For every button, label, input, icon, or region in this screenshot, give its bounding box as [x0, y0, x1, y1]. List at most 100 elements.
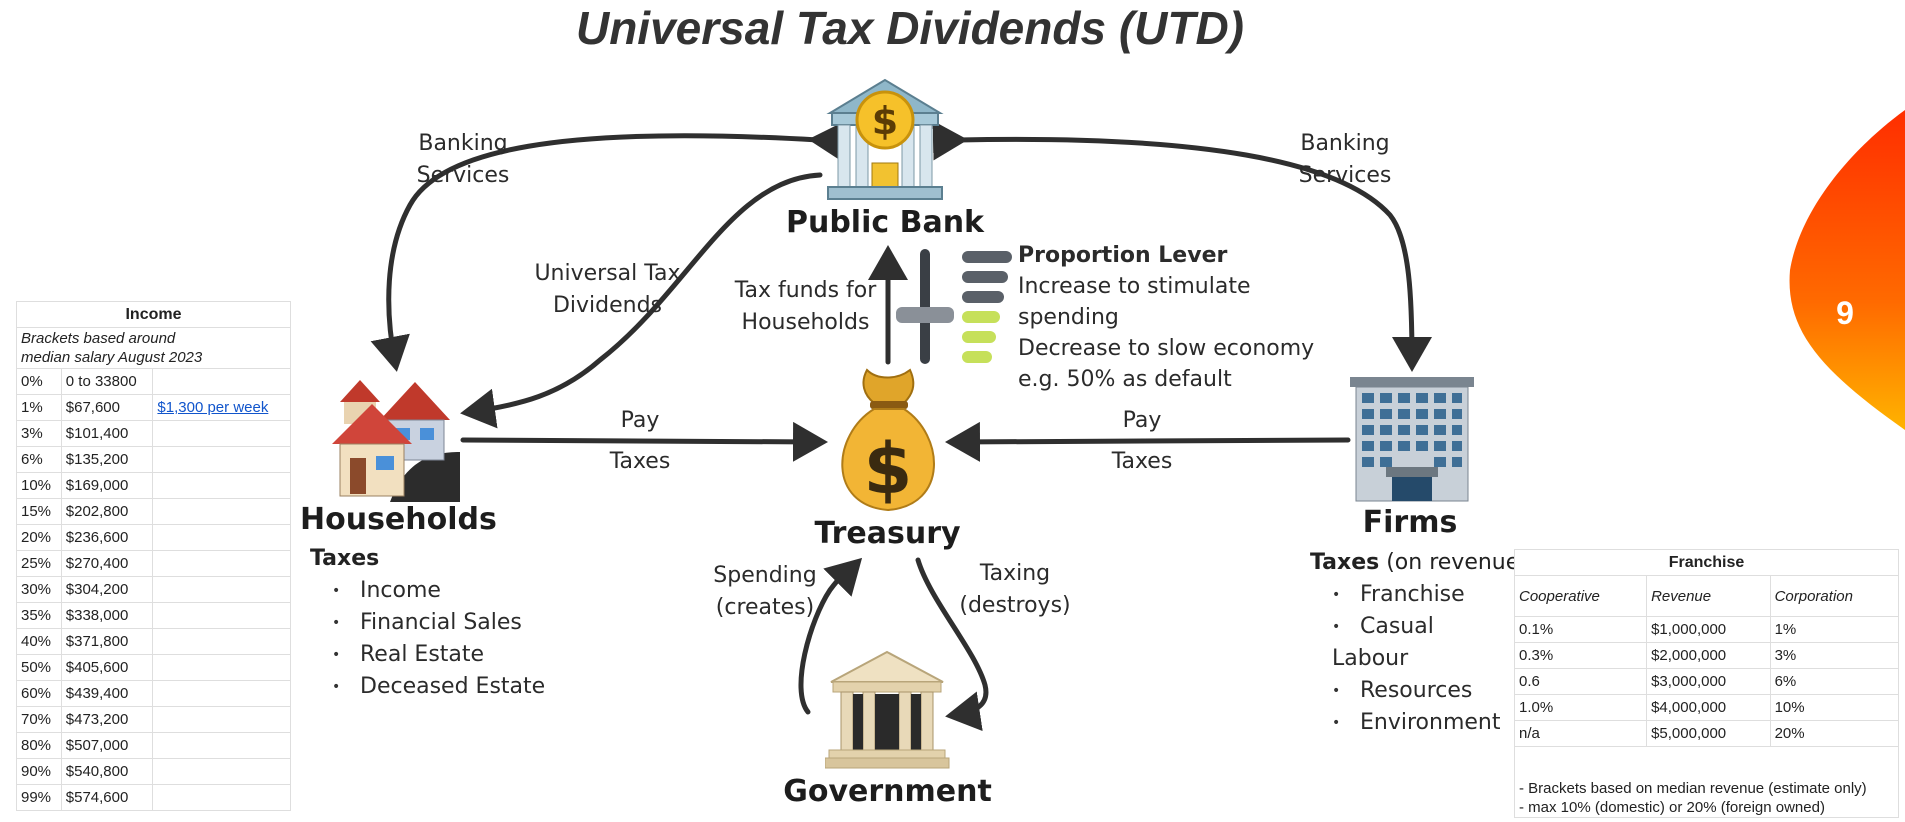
- list-item: •Financial Sales: [332, 607, 570, 639]
- threshold-cell: $202,800: [60, 498, 154, 525]
- proportion-lever-icon: [896, 249, 1012, 364]
- column-header: Revenue: [1646, 575, 1771, 617]
- lever-line: Decrease to slow economy: [1018, 336, 1315, 361]
- table-cell: 0.6: [1513, 668, 1648, 695]
- tax-funds-label: Tax funds for Households: [734, 278, 877, 335]
- extra-cell: [152, 368, 291, 395]
- rate-cell: 3%: [16, 420, 62, 447]
- office-building-icon: [1350, 377, 1474, 502]
- table-row: 30%$304,200: [16, 576, 291, 603]
- threshold-cell: $236,600: [60, 524, 154, 551]
- rate-cell: 15%: [16, 498, 62, 525]
- extra-cell: $1,300 per week: [152, 394, 291, 421]
- households-taxes: Taxes •Income •Financial Sales •Real Est…: [310, 543, 570, 703]
- rate-cell: 10%: [16, 472, 62, 499]
- bullet-icon: •: [1332, 619, 1341, 635]
- table-row: 6%$135,200: [16, 446, 291, 473]
- table-row: 20%$236,600: [16, 524, 291, 551]
- list-item: •Income: [332, 575, 570, 607]
- pay-left-label: Pay: [620, 408, 660, 433]
- table-cell: 20%: [1769, 720, 1900, 747]
- extra-cell: [152, 446, 291, 473]
- public-bank-label: Public Bank: [785, 205, 985, 240]
- taxes-left-label: Taxes: [609, 449, 671, 474]
- extra-cell: [152, 758, 291, 785]
- arrow-banking-firms: [932, 120, 1432, 372]
- bullet-icon: •: [1332, 587, 1341, 603]
- weekly-salary-link[interactable]: $1,300 per week: [157, 399, 269, 416]
- lever-line: e.g. 50% as default: [1018, 367, 1232, 392]
- table-cell: $5,000,000: [1646, 720, 1771, 747]
- extra-cell: [152, 602, 291, 629]
- list-item: •Environment: [1332, 707, 1515, 739]
- firms-taxes-heading: Taxes: [1310, 550, 1380, 575]
- arrow-households-taxes: [460, 421, 828, 462]
- list-item: •Resources: [1332, 675, 1515, 707]
- rate-cell: 30%: [16, 576, 62, 603]
- threshold-cell: $371,800: [60, 628, 154, 655]
- bullet-icon: •: [332, 679, 341, 695]
- spending-label: Spending (creates): [713, 563, 817, 620]
- table-cell: 0.3%: [1513, 642, 1648, 669]
- bullet-icon: •: [1332, 715, 1341, 731]
- income-table: Income Brackets based around median sala…: [16, 301, 291, 811]
- extra-cell: [152, 472, 291, 499]
- houses-icon: [332, 380, 460, 502]
- bullet-icon: •: [1332, 683, 1341, 699]
- list-item: •Real Estate: [332, 639, 570, 671]
- extra-cell: [152, 550, 291, 577]
- threshold-cell: $338,000: [60, 602, 154, 629]
- table-row: 15%$202,800: [16, 498, 291, 525]
- threshold-cell: $507,000: [60, 732, 154, 759]
- franchise-notes: - Brackets based on median revenue (esti…: [1514, 746, 1899, 818]
- rate-cell: 50%: [16, 654, 62, 681]
- taxing-label: Taxing (destroys): [959, 561, 1071, 618]
- rate-cell: 80%: [16, 732, 62, 759]
- bullet-icon: •: [332, 583, 341, 599]
- column-header: Cooperative: [1513, 575, 1648, 617]
- list-item: •Franchise: [1332, 579, 1515, 611]
- table-row: 0%0 to 33800: [16, 368, 291, 395]
- svg-text:$: $: [864, 428, 913, 510]
- franchise-table-header: Franchise: [1514, 549, 1899, 576]
- banking-services-left-label: Banking Services: [416, 131, 510, 188]
- table-cell: 0.1%: [1513, 616, 1648, 643]
- table-row: 90%$540,800: [16, 758, 291, 785]
- table-row: 80%$507,000: [16, 732, 291, 759]
- table-cell: 10%: [1769, 694, 1900, 721]
- bullet-icon: •: [332, 647, 341, 663]
- table-row: 1%$67,600$1,300 per week: [16, 394, 291, 421]
- table-cell: 3%: [1769, 642, 1900, 669]
- franchise-table: Franchise Cooperative Revenue Corporatio…: [1513, 549, 1900, 818]
- page-number: 9: [1836, 295, 1854, 331]
- threshold-cell: $270,400: [60, 550, 154, 577]
- proportion-lever-heading: Proportion Lever: [1018, 243, 1228, 268]
- arrow-taxing: [915, 557, 989, 732]
- lever-line: Increase to stimulate spending: [1018, 274, 1251, 330]
- extra-cell: [152, 420, 291, 447]
- page-title: Universal Tax Dividends (UTD): [575, 2, 1244, 54]
- table-row: 3%$101,400: [16, 420, 291, 447]
- rate-cell: 40%: [16, 628, 62, 655]
- firms-taxes: Taxes (on revenue) •Franchise •Casual La…: [1310, 547, 1528, 739]
- bank-icon: $: [826, 78, 944, 200]
- table-row: 35%$338,000: [16, 602, 291, 629]
- rate-cell: 70%: [16, 706, 62, 733]
- table-row: 60%$439,400: [16, 680, 291, 707]
- rate-cell: 0%: [16, 368, 62, 395]
- treasury-label: Treasury: [814, 516, 961, 551]
- extra-cell: [152, 784, 291, 811]
- extra-cell: [152, 706, 291, 733]
- income-table-header: Income: [16, 301, 291, 328]
- taxes-right-label: Taxes: [1111, 449, 1173, 474]
- extra-cell: [152, 732, 291, 759]
- arrow-banking-households: [370, 121, 845, 372]
- extra-cell: [152, 498, 291, 525]
- threshold-cell: $574,600: [60, 784, 154, 811]
- utd-label: Universal Tax Dividends: [534, 261, 681, 318]
